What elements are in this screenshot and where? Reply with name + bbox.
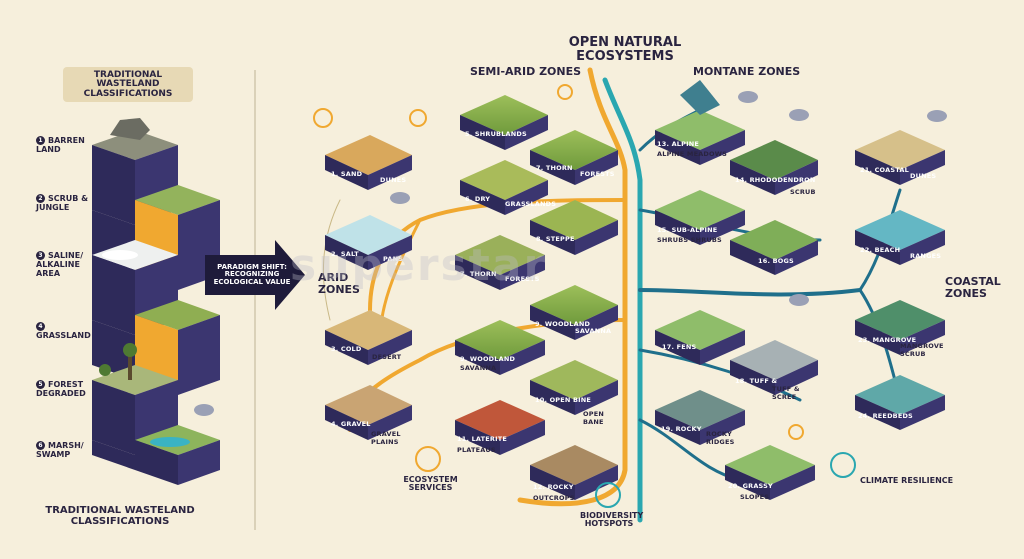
- tile-label-8: 8. STEPPE: [536, 235, 575, 243]
- tile-label-1b: DUNES: [380, 176, 407, 184]
- tiles-semi-arid: [455, 95, 618, 500]
- tile-label-12b: OUTCROPS: [533, 494, 575, 502]
- tile-label-7b: FORESTS: [580, 170, 615, 178]
- tile-label-14b: SCRUB: [790, 188, 816, 196]
- biodiversity-badge-ring: [595, 482, 621, 508]
- tile-label-23b: MANGROVE SCRUB: [900, 342, 944, 358]
- climate-resilience-label: CLIMATE RESILIENCE: [860, 476, 954, 485]
- zone-arid: ARID ZONES: [318, 271, 360, 296]
- tile-label-12: 12. ROCKY: [533, 483, 574, 491]
- wasteland-stack: [92, 118, 220, 485]
- tile-label-23: 23. MANGROVE: [858, 336, 917, 344]
- tile-label-19b: ROCKY RIDGES: [706, 430, 735, 446]
- ecosystem-badge-ring: [415, 446, 441, 472]
- tile-label-6b: GRASSLANDS: [505, 200, 557, 208]
- tile-label-13b: ALPINE MEADOWS: [657, 150, 728, 158]
- zone-coastal: COASTAL ZONES: [945, 275, 1001, 300]
- tile-label-1: 1. SAND: [331, 170, 363, 178]
- left-title-bottom: TRADITIONAL WASTELAND CLASSIFICATIONS: [45, 505, 195, 527]
- tile-label-7cb: FORESTS: [505, 275, 540, 283]
- tile-label-5: 5. SHRUBLANDS: [465, 130, 527, 138]
- tile-label-4: 4. GRAVEL: [331, 420, 371, 428]
- tile-label-20: 20. GRASSY: [728, 482, 773, 490]
- tile-label-13: 13. ALPINE: [657, 140, 700, 148]
- legend-item-4: 4GRASSLAND: [36, 322, 91, 340]
- tile-label-22: 22. BEACH: [860, 246, 901, 254]
- tile-label-10b: OPEN BANE: [583, 410, 604, 426]
- tile-label-20b: SLOPES: [740, 493, 770, 501]
- tile-label-16: 16. BOGS: [758, 257, 794, 265]
- ecosystem-services-label: ECOSYSTEM SERVICES: [403, 475, 458, 493]
- tile-label-9cb: SAVANNA: [460, 364, 497, 372]
- tile-label-19: 19. ROCKY: [661, 425, 702, 433]
- tile-label-9: 9. WOODLAND: [535, 320, 591, 328]
- tile-label-2: 2. SALT: [331, 250, 359, 258]
- tile-label-21: 21. COASTAL: [860, 166, 909, 174]
- tile-label-15: 15. SUB-ALPINE: [657, 226, 718, 234]
- tile-label-17: 17. FENS: [662, 343, 697, 351]
- cloud-icons: [194, 91, 947, 416]
- tile-label-7c: 7. THORN: [460, 270, 497, 278]
- left-title-box: [63, 67, 193, 102]
- watermark: superstar: [290, 240, 548, 291]
- tile-label-15b: SHRUBS SHRUBS: [657, 236, 722, 244]
- biodiversity-hotspots-label: BIODIVERSITY HOTSPOTS: [580, 511, 644, 529]
- tile-label-4b: GRAVEL PLAINS: [371, 430, 401, 446]
- tile-label-7: 7. THORN: [536, 164, 573, 172]
- tile-label-21b: DUNES: [910, 172, 937, 180]
- tile-label-9c: 9. WOODLAND: [460, 355, 516, 363]
- tile-label-11b: PLATEAUS: [457, 446, 496, 454]
- tile-label-11: 11. LATERITE: [457, 435, 508, 443]
- tile-label-14: 14. RHODODENDRON: [735, 176, 816, 184]
- tile-label-24: 24. REEDBEDS: [858, 412, 913, 420]
- tile-label-3: 3. COLD: [331, 345, 362, 353]
- tile-label-10: 10. OPEN BINE: [535, 396, 592, 404]
- climate-badge-ring: [830, 452, 856, 478]
- zone-semi-arid: SEMI-ARID ZONES: [470, 65, 582, 78]
- tile-label-9b: SAVANNA: [575, 327, 612, 335]
- sun-icons: [313, 84, 804, 440]
- tile-label-3b: DESERT: [372, 353, 402, 361]
- center-title: OPEN NATURAL ECOSYSTEMS: [568, 35, 682, 64]
- tile-label-18b: TUFF & SCREE: [772, 385, 800, 401]
- connector-network: [322, 67, 902, 523]
- tile-label-2b: PANS: [383, 255, 404, 263]
- paradigm-arrow: [205, 240, 305, 310]
- paradigm-shift-text: PARADIGM SHIFT: RECOGNIZING ECOLOGICAL V…: [213, 263, 291, 286]
- tiles-coastal: [855, 130, 945, 430]
- tile-label-22b: RANGES: [910, 252, 942, 260]
- zone-montane: MONTANE ZONES: [693, 65, 801, 78]
- tile-label-18: 18. TUFF &: [735, 377, 778, 385]
- tiles-arid: [325, 135, 412, 440]
- tile-label-6: 6. DRY: [465, 195, 491, 203]
- left-title-top: TRADITIONAL WASTELAND CLASSIFICATIONS: [83, 70, 173, 99]
- tiles-montane: [655, 80, 818, 500]
